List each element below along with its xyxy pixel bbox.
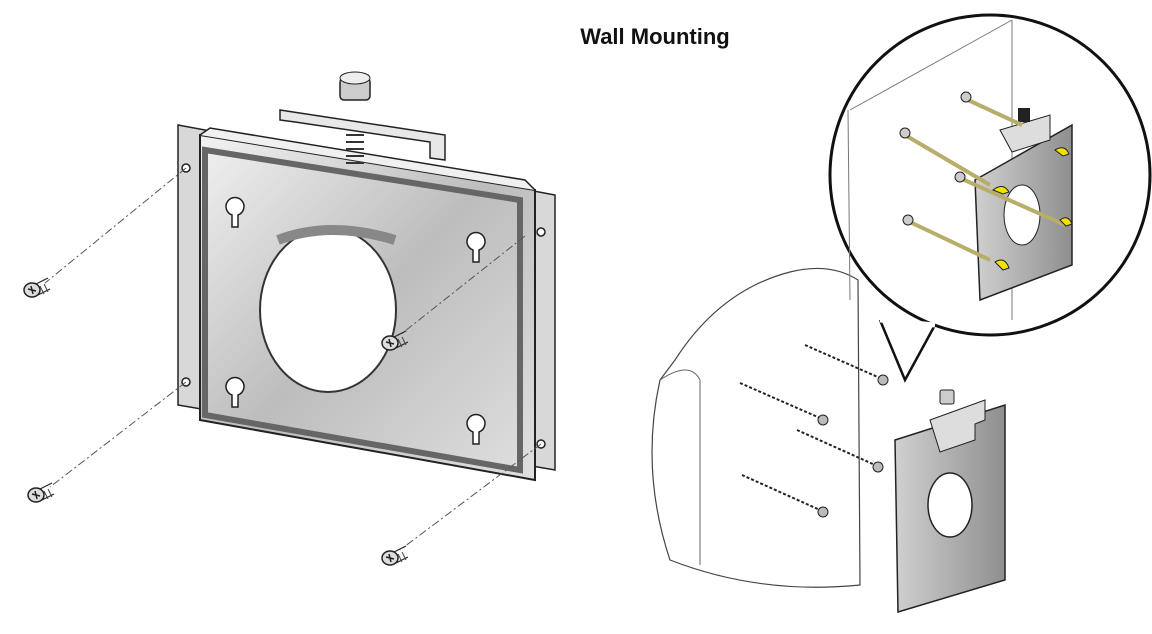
wall [651, 267, 861, 588]
screw-icon [27, 482, 55, 503]
screw-icon [23, 277, 51, 298]
arrow-icon [992, 147, 1073, 271]
diagram-title: Wall Mounting [580, 24, 730, 49]
screw-icon [381, 545, 409, 566]
detail-callout [828, 13, 1152, 383]
left-bracket [23, 71, 556, 566]
right-bracket [894, 389, 1006, 614]
screw-paths [739, 344, 881, 511]
